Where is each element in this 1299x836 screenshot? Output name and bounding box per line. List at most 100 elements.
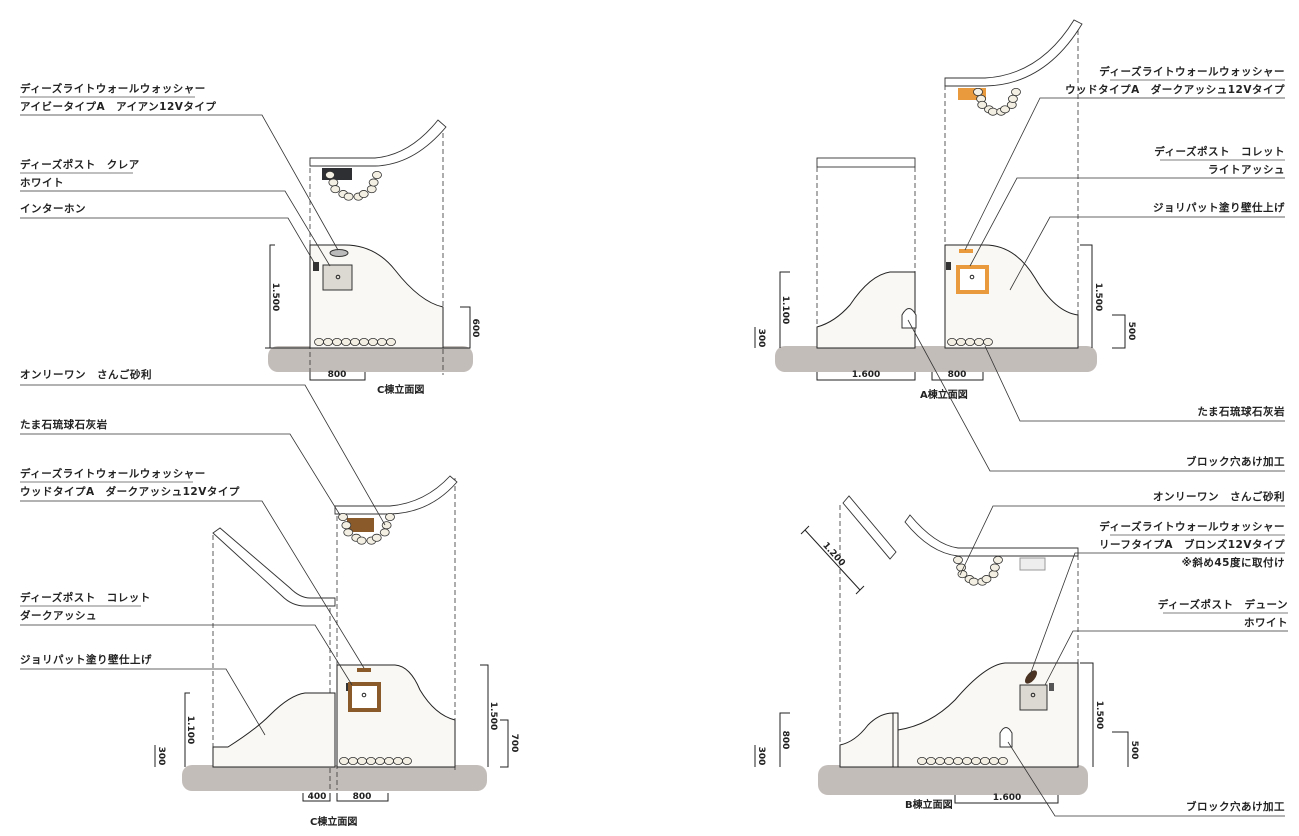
stone — [386, 337, 396, 346]
stone-row — [917, 757, 1008, 766]
wall-washer-plan — [1019, 557, 1046, 571]
stone — [935, 757, 945, 766]
dim-width-left: 1.600 — [852, 370, 880, 380]
stone — [341, 521, 352, 530]
wall-body-left — [816, 271, 916, 349]
label-gravel: オンリーワン さんご砂利 — [1153, 490, 1285, 503]
wall-body — [897, 662, 1079, 768]
leader-line — [1009, 216, 1285, 291]
label-post: ディーズポスト クレア — [20, 158, 140, 171]
stone — [974, 337, 984, 346]
dim-height-left: 800 — [780, 731, 790, 750]
stone — [377, 337, 387, 346]
drawing-caption: C棟立面図 — [377, 383, 424, 396]
mailbox — [1019, 684, 1048, 711]
label-post: ディーズポスト コレット — [20, 591, 151, 604]
label-wall-washer-type: ウッドタイプA ダークアッシュ12Vタイプ — [1065, 83, 1285, 96]
leader-line — [20, 433, 341, 516]
stone — [348, 757, 358, 766]
stone — [372, 170, 382, 179]
dim-line — [309, 372, 366, 381]
leader-line — [20, 217, 316, 265]
dim-height-low: 300 — [756, 747, 766, 766]
label-post: ディーズポスト コレット — [1154, 145, 1285, 158]
wall-washer-leaf — [1025, 670, 1037, 684]
stone — [953, 757, 963, 766]
leader-line — [984, 345, 1285, 422]
stone — [343, 192, 354, 201]
ground-band — [818, 765, 1088, 795]
dim-line — [779, 271, 790, 348]
stone — [980, 757, 990, 766]
block-hole — [901, 308, 917, 329]
stone — [328, 178, 339, 187]
wall-washer — [357, 668, 371, 672]
stone — [988, 570, 999, 579]
dim-line — [1112, 731, 1129, 767]
label-wall-washer: ディーズライトウォールウォッシャー — [20, 467, 206, 480]
planter-coping — [309, 119, 447, 167]
stone — [357, 757, 367, 766]
mailbox — [322, 264, 353, 291]
stone — [330, 185, 341, 194]
stone — [953, 556, 963, 565]
stone — [358, 190, 369, 199]
mailbox-lock — [969, 274, 975, 280]
elevation-b: 800 300 1.500 500 1.600 1.200 B棟立面図 オンリー… — [754, 490, 1288, 817]
dim-height-left: 1.100 — [780, 296, 790, 324]
label-wall-washer-type: ウッドタイプA ダークアッシュ12Vタイプ — [20, 485, 240, 498]
dim-line — [816, 372, 984, 381]
wall-body-left — [839, 712, 894, 768]
stone — [989, 757, 999, 766]
leader-line — [959, 505, 1285, 576]
leader-line — [20, 384, 386, 526]
stone — [956, 337, 966, 346]
dim-line — [184, 692, 190, 767]
stone — [314, 337, 324, 346]
dim-line — [779, 712, 790, 767]
dim-height-total: 1.500 — [488, 702, 498, 730]
stone — [993, 556, 1003, 565]
stone — [947, 337, 957, 346]
dim-line-diagonal — [800, 525, 865, 595]
dim-line — [1112, 314, 1126, 349]
stone — [379, 528, 390, 537]
dim-height-right: 700 — [509, 734, 519, 753]
stone-arc — [953, 556, 1003, 586]
wall-washer-plan — [347, 518, 374, 532]
stone-arc — [325, 170, 382, 201]
dim-height-total: 1.500 — [1093, 283, 1103, 311]
mailbox — [956, 265, 989, 294]
ground-band — [182, 765, 487, 791]
dim-height-left: 1.100 — [185, 716, 195, 744]
stone — [1000, 105, 1010, 114]
dim-line — [954, 795, 1059, 804]
mailbox-lock — [1030, 692, 1036, 698]
drawing-caption: B棟立面図 — [905, 798, 953, 811]
stone — [371, 533, 382, 542]
stone — [359, 337, 369, 346]
stone — [968, 577, 979, 586]
label-block-hole: ブロック穴あけ加工 — [1186, 455, 1285, 468]
dim-line — [443, 306, 471, 349]
label-stones: たま石琉球石灰岩 — [1197, 405, 1285, 418]
label-wall-finish: ジョリパット塗り壁仕上げ — [20, 653, 152, 666]
wall-body-left — [212, 692, 336, 768]
label-block-hole: ブロック穴あけ加工 — [1186, 800, 1285, 813]
stone — [973, 88, 983, 97]
dim-line — [480, 664, 489, 767]
dim-height-low: 300 — [156, 747, 166, 766]
dim-width-left: 400 — [308, 792, 327, 802]
label-stones: たま石琉球石灰岩 — [20, 418, 108, 431]
drawing-caption: C棟立面図 — [310, 815, 357, 828]
dim-height-right: 500 — [1126, 322, 1136, 341]
dim-height-total: 1.500 — [1094, 701, 1104, 729]
stone-arc — [973, 88, 1021, 116]
mailbox-lock — [361, 692, 367, 698]
leader-line — [969, 177, 1285, 267]
planter-coping — [334, 475, 458, 515]
elevation-a: 1.100 300 1.500 500 1.600 800 A棟立面図 ディーズ… — [754, 19, 1285, 472]
planter-coping — [944, 19, 1083, 87]
dim-line — [265, 244, 310, 349]
